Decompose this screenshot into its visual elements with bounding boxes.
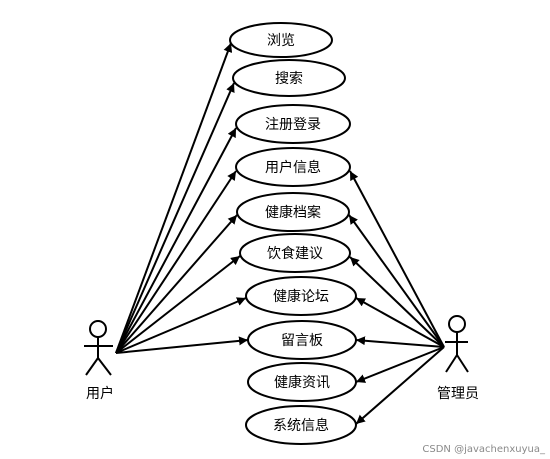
stick-figure-icon <box>445 315 469 373</box>
use-case-label: 用户信息 <box>265 159 321 176</box>
use-case-diet-advice: 饮食建议 <box>239 233 351 273</box>
association-arrow-user-health-record <box>115 214 238 354</box>
use-case-health-news: 健康资讯 <box>247 362 357 402</box>
use-case-label: 健康论坛 <box>273 288 329 305</box>
use-case-label: 浏览 <box>267 33 295 49</box>
association-arrow-user-register-login <box>115 127 237 354</box>
association-arrow-admin-diet-advice <box>349 256 445 348</box>
use-case-register-login: 注册登录 <box>235 104 351 144</box>
association-lines <box>115 42 445 425</box>
use-case-label: 系统信息 <box>273 417 329 434</box>
use-case-browse: 浏览 <box>229 22 333 58</box>
association-arrow-user-diet-advice <box>115 255 241 354</box>
actor-admin: 管理员 <box>437 315 479 402</box>
association-arrow-admin-health-news <box>355 346 445 383</box>
use-case-user-info: 用户信息 <box>235 147 351 187</box>
association-arrow-user-search <box>115 82 235 354</box>
use-case-system-info: 系统信息 <box>245 405 357 445</box>
use-case-label: 健康档案 <box>265 204 321 221</box>
stick-figure-icon <box>84 320 113 376</box>
association-arrow-admin-system-info <box>355 346 445 425</box>
actor-label-user: 用户 <box>86 385 114 402</box>
association-arrow-user-user-info <box>115 170 237 354</box>
association-arrow-user-message-board <box>115 336 249 354</box>
use-case-health-forum: 健康论坛 <box>245 276 357 316</box>
association-arrow-admin-user-info <box>349 170 445 348</box>
use-case-label: 留言板 <box>281 333 323 349</box>
watermark-text: CSDN @javachenxuyua_ <box>422 444 546 455</box>
use-case-search: 搜索 <box>232 59 346 97</box>
use-case-label: 注册登录 <box>265 117 321 133</box>
actor-user: 用户 <box>84 320 114 402</box>
use-case-message-board: 留言板 <box>247 320 357 360</box>
use-case-health-record: 健康档案 <box>236 192 350 232</box>
use-case-label: 搜索 <box>275 70 303 87</box>
association-arrow-user-browse <box>115 42 233 354</box>
use-case-label: 饮食建议 <box>267 245 323 262</box>
association-arrow-admin-health-record <box>348 214 445 348</box>
actor-label-admin: 管理员 <box>437 386 479 402</box>
use-case-group: 浏览 搜索 注册登录 用户信息 健康档案 饮食建议 健康论坛 留言板 <box>229 22 357 445</box>
use-case-label: 健康资讯 <box>274 374 330 391</box>
association-arrow-admin-message-board <box>355 336 445 348</box>
association-arrow-admin-health-forum <box>355 297 445 348</box>
association-arrow-user-health-forum <box>115 297 247 354</box>
